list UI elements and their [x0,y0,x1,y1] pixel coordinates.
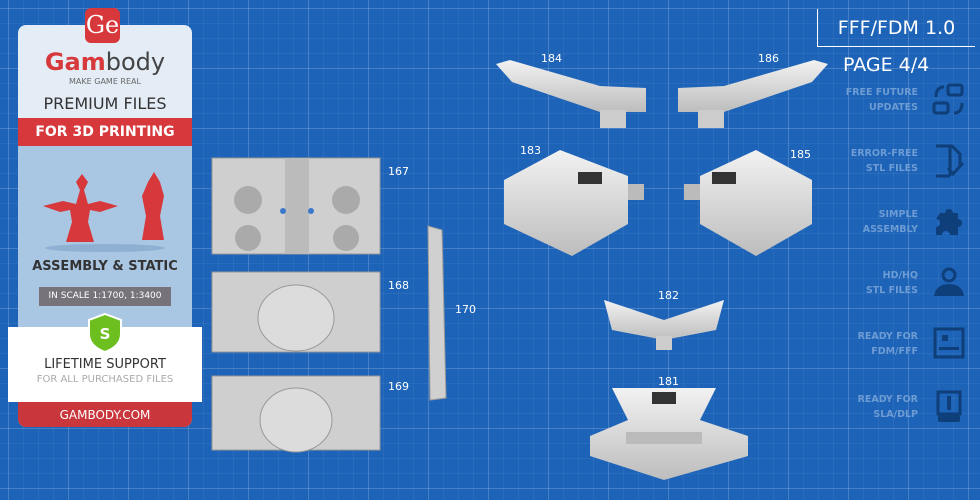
part-184 [496,60,646,128]
part-182 [604,300,724,350]
support-title: LIFETIME SUPPORT [44,357,166,372]
tagline: MAKE GAME REAL [69,77,141,86]
part-label-170: 170 [455,303,476,316]
part-168 [211,271,381,353]
part-label-186: 186 [758,52,779,65]
svg-text:S: S [100,325,111,343]
assembly-static: ASSEMBLY & STATIC [32,259,178,274]
updates-icon [932,83,964,115]
part-167 [211,157,381,255]
version-label: FFF/FDM 1.0 [817,9,975,47]
part-170 [427,225,447,401]
brand-name: Gambody [44,48,166,76]
part-183 [504,150,644,256]
part-186 [678,60,828,128]
premium-files: PREMIUM FILES [43,94,167,113]
part-label-169: 169 [388,380,409,393]
user-icon [934,267,964,296]
shield-icon: S [88,312,122,354]
support-subtitle: FOR ALL PURCHASED FILES [36,374,174,385]
feature-simple-assembly: SIMPLE ASSEMBLY [820,207,980,247]
feature-updates: FREE FUTURE UPDATES [820,83,980,125]
part-181 [590,388,748,480]
scale-badge: IN SCALE 1:1700, 1:3400 [39,287,171,306]
feature-error-free: ERROR-FREE STL FILES [820,144,980,186]
part-label-183: 183 [520,144,541,157]
part-label-167: 167 [388,165,409,178]
file-check-icon [936,144,965,178]
part-169 [211,375,381,453]
part-label-168: 168 [388,279,409,292]
feature-fdm: READY FOR FDM/FFF [820,327,980,369]
part-label-185: 185 [790,148,811,161]
site-link[interactable]: GAMBODY.COM [18,400,192,427]
gambody-logo: Ge [85,8,120,43]
for-3d-printing: FOR 3D PRINTING [18,118,192,146]
page-indicator: PAGE 4/4 [843,54,930,76]
part-label-181: 181 [658,375,679,388]
fdm-printer-icon [933,327,965,359]
part-label-182: 182 [658,289,679,302]
sla-printer-icon [936,390,962,422]
puzzle-icon [936,209,962,235]
part-185 [684,150,812,256]
feature-hd-hq: HD/HQ STL FILES [820,267,980,308]
part-label-184: 184 [541,52,562,65]
feature-sla: READY FOR SLA/DLP [820,390,980,432]
